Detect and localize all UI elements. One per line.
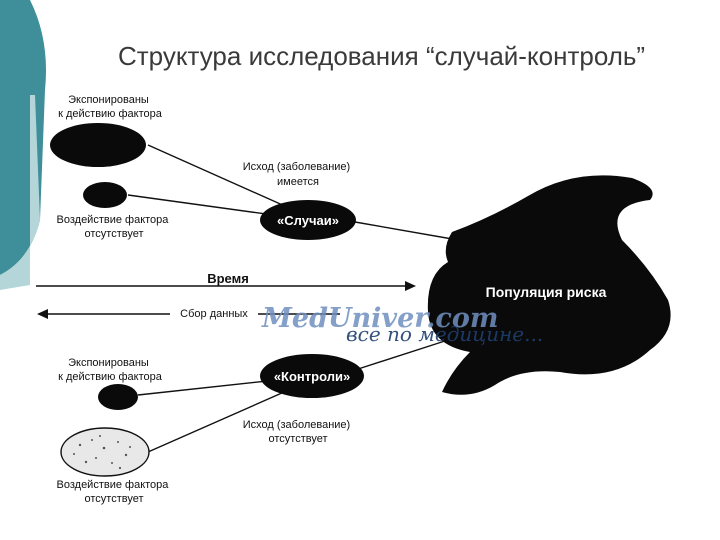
connector-line: [354, 221, 459, 241]
unexposed-cases-label: Воздействие фактора отсутствует: [57, 214, 172, 240]
exposed-cases-blob: [50, 123, 146, 167]
unexposed-cases-blob: [83, 182, 127, 208]
time-label: Время: [207, 271, 249, 286]
slide-title: Структура исследования “случай-контроль”: [118, 41, 646, 71]
blob-speckles: [73, 435, 131, 470]
data-collection-label: Сбор данных: [180, 308, 248, 320]
outcome-present-label: Исход (заболевание) имеется: [243, 161, 354, 188]
slide-accent-decoration: [0, 0, 46, 290]
connector-line: [147, 384, 301, 453]
population-shape: [427, 175, 671, 395]
controls-oval: [260, 354, 364, 398]
connector-lines: [127, 144, 459, 453]
time-arrow: [36, 281, 416, 291]
exposed-controls-blob: [98, 384, 138, 410]
unexposed-controls-blob: [60, 427, 150, 477]
watermark-site: MedUniver.com: [261, 303, 498, 334]
exposed-cases-label: Экспонированы к действию фактора: [58, 94, 163, 120]
cases-oval: [260, 200, 356, 240]
population-label: Популяция риска: [486, 284, 607, 300]
cases-label: «Случаи»: [277, 213, 339, 228]
connector-line: [147, 144, 306, 216]
controls-label: «Контроли»: [274, 369, 350, 384]
exposed-controls-label: Экспонированы к действию фактора: [58, 357, 163, 383]
outcome-absent-label: Исход (заболевание) отсутствует: [243, 419, 354, 445]
unexposed-controls-label: Воздействие фактора отсутствует: [57, 479, 172, 505]
connector-line: [354, 339, 449, 371]
watermark-tagline: все по медицине...: [346, 322, 543, 346]
data-collection-arrow: [37, 309, 340, 319]
